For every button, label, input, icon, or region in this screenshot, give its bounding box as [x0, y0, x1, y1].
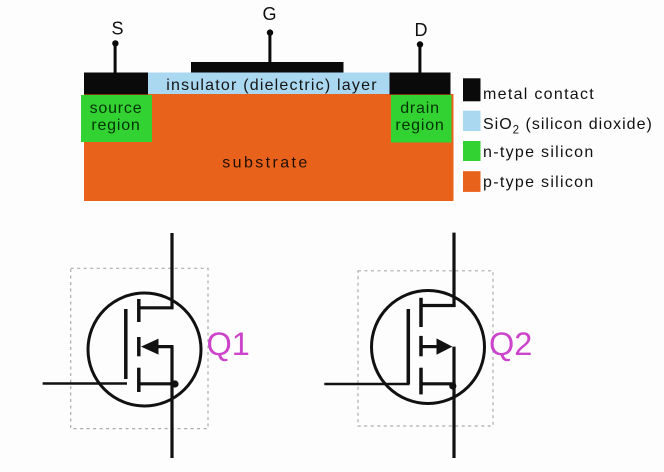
svg-text:SiO2 (silicon dioxide): SiO2 (silicon dioxide): [483, 116, 653, 137]
svg-text:G: G: [262, 4, 276, 24]
svg-text:region: region: [395, 117, 444, 134]
svg-text:metal contact: metal contact: [483, 86, 595, 103]
svg-text:drain: drain: [400, 100, 440, 117]
svg-text:Q1: Q1: [207, 326, 250, 362]
svg-text:p-type silicon: p-type silicon: [483, 174, 595, 191]
svg-text:Q2: Q2: [489, 326, 532, 362]
svg-text:source: source: [90, 100, 143, 117]
svg-text:insulator (dielectric) layer: insulator (dielectric) layer: [166, 77, 377, 94]
svg-text:D: D: [415, 20, 428, 40]
svg-text:n-type silicon: n-type silicon: [483, 144, 595, 161]
svg-text:region: region: [91, 117, 140, 134]
svg-text:S: S: [111, 19, 123, 39]
svg-text:substrate: substrate: [222, 155, 309, 172]
